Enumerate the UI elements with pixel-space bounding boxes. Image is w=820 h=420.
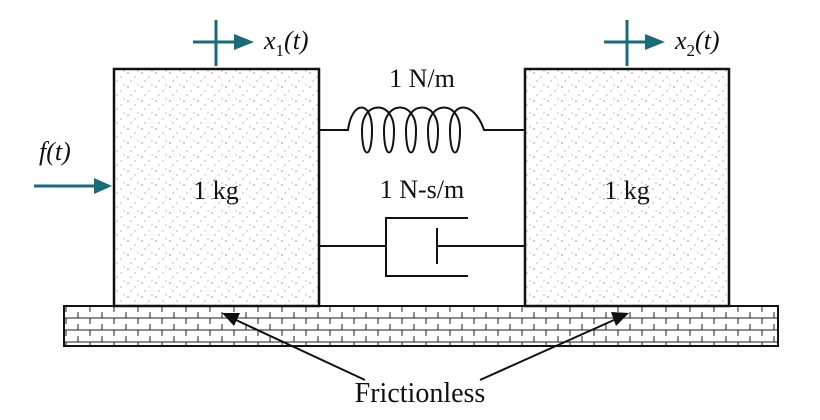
mass-2: [523, 67, 731, 308]
x2-label: x2(t): [674, 26, 720, 60]
ground-surface: [63, 305, 779, 347]
x1-label: x1(t): [263, 26, 309, 60]
spring: [319, 106, 525, 154]
mass-1-label: 1 kg: [193, 176, 239, 205]
mass-2-label: 1 kg: [604, 176, 650, 205]
x1-displacement-arrow: [193, 20, 254, 66]
spring-label: 1 N/m: [389, 64, 455, 93]
force-arrow: [34, 178, 112, 194]
frictionless-callout-arrows: [222, 312, 629, 381]
frictionless-label: Frictionless: [355, 378, 486, 409]
x2-displacement-arrow: [604, 20, 665, 66]
force-label: f(t): [39, 137, 71, 166]
mass-1: [112, 67, 321, 308]
damper-label: 1 N-s/m: [380, 175, 465, 204]
damper: [319, 217, 525, 277]
